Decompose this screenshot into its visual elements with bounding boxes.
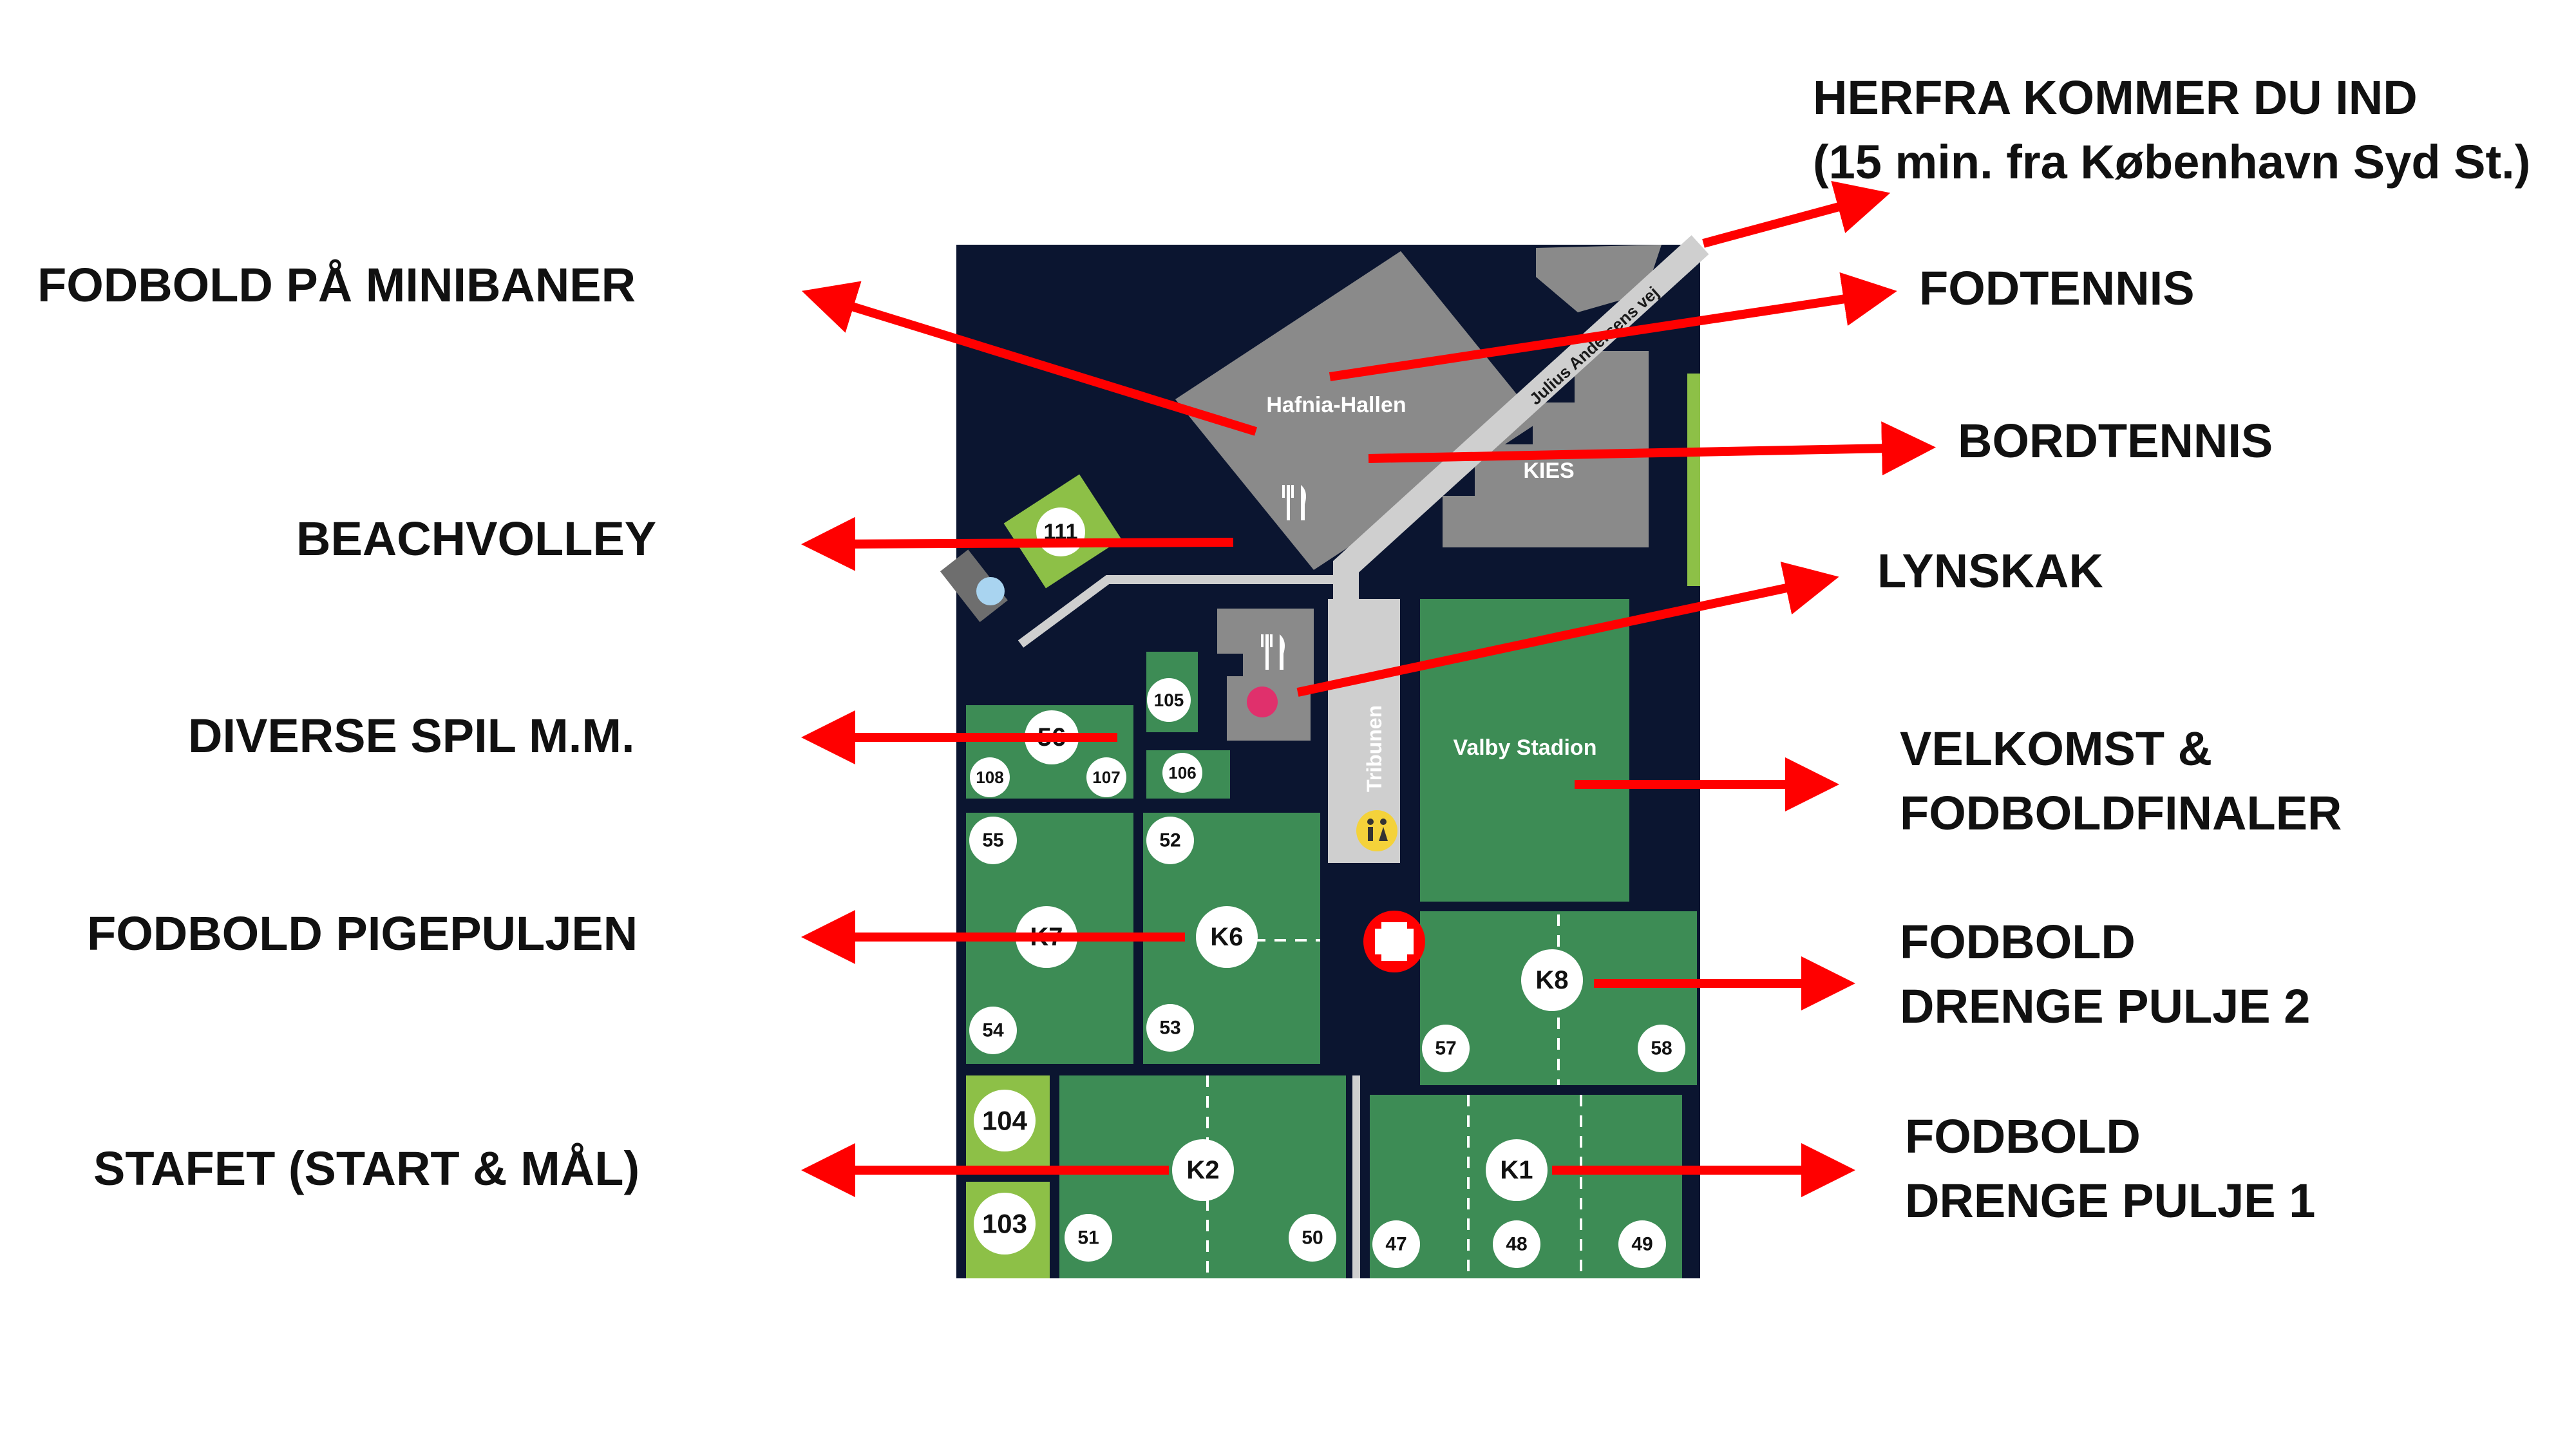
- kies-building: [1443, 351, 1649, 547]
- badge-k6: K6: [1196, 906, 1258, 968]
- drenge2-label-line2: DRENGE PULJE 2: [1900, 980, 2310, 1033]
- svg-text:54: 54: [982, 1020, 1004, 1041]
- svg-text:58: 58: [1651, 1038, 1672, 1059]
- svg-text:55: 55: [982, 830, 1003, 851]
- badge-k2: K2: [1172, 1139, 1234, 1201]
- svg-text:52: 52: [1159, 830, 1180, 851]
- svg-text:K6: K6: [1210, 923, 1243, 951]
- red-arrows: [801, 180, 1936, 1197]
- diverse-label: DIVERSE SPIL M.M.: [188, 709, 635, 762]
- water-drop-icon: [976, 577, 1005, 605]
- svg-text:104: 104: [982, 1106, 1028, 1136]
- hafnia-hallen-label: Hafnia-Hallen: [1266, 393, 1406, 417]
- edge-field-bottom: [1687, 483, 1700, 586]
- red-arrow-icon: [801, 516, 1234, 571]
- svg-text:53: 53: [1159, 1018, 1180, 1039]
- kies-label: KIES: [1523, 459, 1574, 483]
- badge-111: 111: [1036, 507, 1085, 556]
- field-valby-stadion: [1420, 599, 1629, 902]
- first-aid-cross-icon: [1363, 911, 1425, 972]
- badge-k8: K8: [1521, 949, 1583, 1011]
- pigepuljen-label: FODBOLD PIGEPULJEN: [87, 907, 638, 960]
- drenge1-label-line2: DRENGE PULJE 1: [1905, 1174, 2315, 1227]
- badge-107: 107: [1086, 757, 1126, 797]
- entrance-label-line1: HERFRA KOMMER DU IND: [1813, 71, 2418, 124]
- red-arrow-icon: [1368, 421, 1936, 476]
- badge-52: 52: [1146, 817, 1194, 864]
- fodtennis-label: FODTENNIS: [1919, 261, 2195, 315]
- velkomst-label-line2: FODBOLDFINALER: [1900, 786, 2342, 840]
- drenge1-label-line1: FODBOLD: [1905, 1110, 2141, 1163]
- svg-text:47: 47: [1385, 1234, 1406, 1255]
- cutlery-icon: [1282, 485, 1306, 520]
- badge-48: 48: [1493, 1220, 1540, 1268]
- minibaner-label: FODBOLD PÅ MINIBANER: [37, 258, 636, 312]
- badge-55: 55: [969, 817, 1017, 864]
- badge-k1: K1: [1486, 1139, 1548, 1201]
- beachvolley-label: BEACHVOLLEY: [296, 512, 656, 565]
- red-arrow-icon: [1296, 562, 1839, 697]
- red-arrow-icon: [1329, 272, 1897, 381]
- red-arrow-icon: [1702, 180, 1891, 248]
- badge-49: 49: [1618, 1220, 1666, 1268]
- entrance-label-line2: (15 min. fra København Syd St.): [1813, 135, 2530, 189]
- badge-57: 57: [1422, 1025, 1470, 1072]
- edge-field-top: [1687, 374, 1700, 483]
- svg-text:108: 108: [976, 768, 1003, 787]
- badge-47: 47: [1372, 1220, 1420, 1268]
- badge-106: 106: [1162, 753, 1202, 793]
- hafnia-hallen-building: [1175, 251, 1539, 570]
- pink-dot-marker-icon: [1247, 687, 1278, 717]
- lynskak-label: LYNSKAK: [1877, 544, 2103, 598]
- clubhouse-building: [1217, 609, 1314, 741]
- tribunen-label: Tribunen: [1363, 705, 1386, 792]
- badge-108: 108: [970, 757, 1010, 797]
- svg-text:K1: K1: [1500, 1156, 1533, 1184]
- toilet-icon: [1356, 810, 1397, 851]
- svg-text:105: 105: [1154, 690, 1184, 710]
- field-number-badges: 111 56 108 107 105 106 55 52 K7 K6 54 53…: [969, 507, 1685, 1268]
- badge-51: 51: [1065, 1214, 1112, 1262]
- badge-58: 58: [1638, 1025, 1685, 1072]
- divider-path: [1352, 1075, 1360, 1278]
- badge-103: 103: [974, 1193, 1036, 1255]
- badge-104: 104: [974, 1090, 1036, 1151]
- badge-105: 105: [1147, 678, 1191, 722]
- svg-text:K8: K8: [1535, 966, 1568, 994]
- stafet-label: STAFET (START & MÅL): [93, 1142, 639, 1195]
- badge-53: 53: [1146, 1004, 1194, 1052]
- badge-54: 54: [969, 1007, 1017, 1054]
- svg-text:107: 107: [1092, 768, 1120, 787]
- svg-text:106: 106: [1168, 763, 1196, 782]
- bordtennis-label: BORDTENNIS: [1958, 414, 2273, 468]
- velkomst-label-line1: VELKOMST &: [1900, 722, 2212, 775]
- footpath: [1018, 575, 1333, 648]
- valby-stadion-label: Valby Stadion: [1454, 735, 1597, 760]
- activity-labels: HERFRA KOMMER DU IND (15 min. fra Københ…: [37, 71, 2530, 1227]
- cutlery-icon: [1261, 634, 1285, 670]
- svg-text:50: 50: [1302, 1227, 1323, 1249]
- drenge2-label-line1: FODBOLD: [1900, 915, 2136, 969]
- svg-text:49: 49: [1631, 1234, 1653, 1255]
- svg-text:K2: K2: [1186, 1156, 1219, 1184]
- badge-50: 50: [1289, 1214, 1336, 1262]
- red-arrow-icon: [801, 281, 1258, 436]
- svg-text:51: 51: [1077, 1227, 1099, 1249]
- svg-text:57: 57: [1435, 1038, 1456, 1059]
- svg-text:48: 48: [1506, 1234, 1527, 1255]
- svg-text:103: 103: [982, 1209, 1027, 1239]
